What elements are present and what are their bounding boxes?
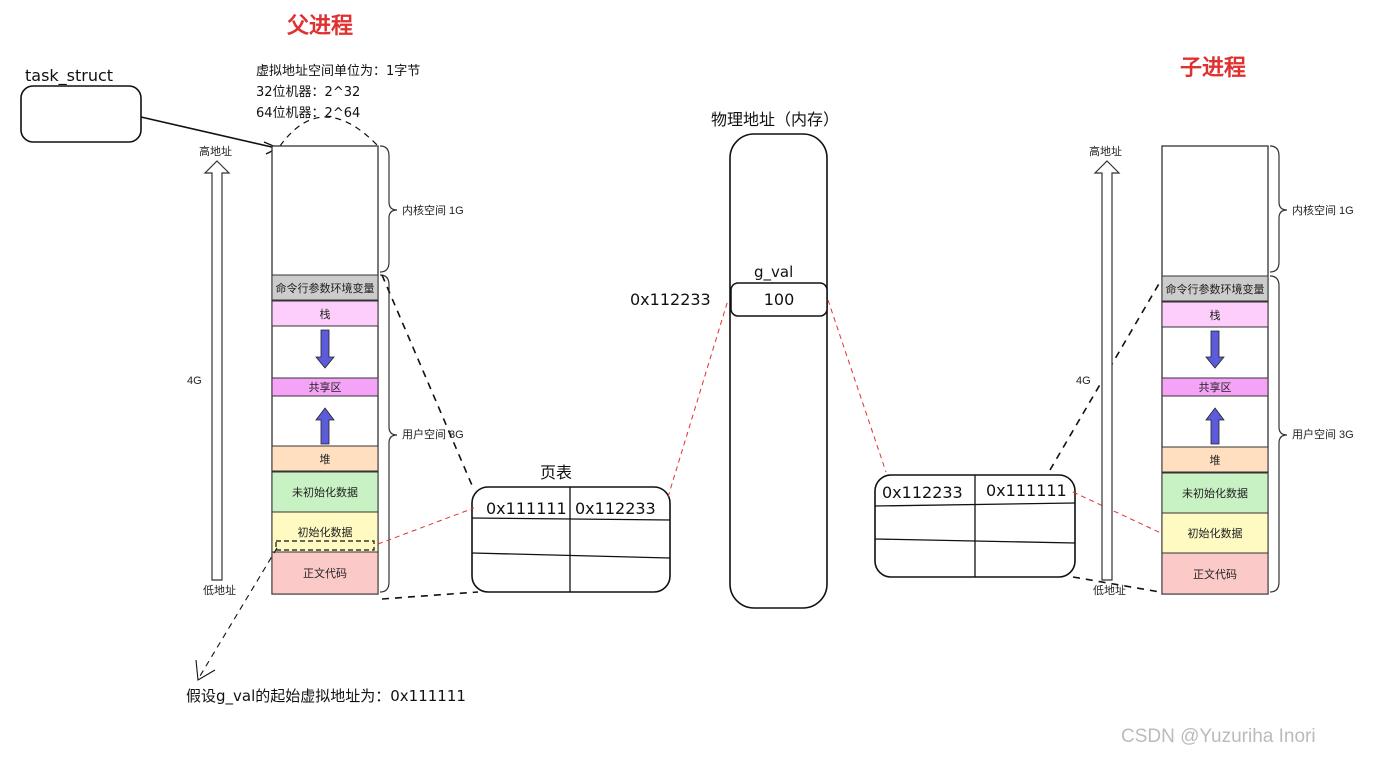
- parent-pt-physical: 0x112233: [575, 499, 656, 518]
- task-struct-label: task_struct: [25, 66, 113, 86]
- parent-up-arrow: [203, 160, 231, 581]
- child-seg-text-label: 正文代码: [1193, 567, 1237, 581]
- child-seg-shared-label: 共享区: [1199, 380, 1232, 394]
- parent-user-brace: [379, 274, 398, 593]
- child-size-label: 4G: [1076, 375, 1091, 387]
- child-user-label: 用户空间 3G: [1292, 427, 1354, 441]
- parent-low-addr: 低地址: [203, 583, 236, 597]
- child-low-addr: 低地址: [1093, 583, 1126, 597]
- parent-seg-bss: [271, 471, 379, 513]
- child-page-table: 0x112233 0x111111: [874, 474, 1076, 578]
- child-high-addr: 高地址: [1089, 144, 1122, 158]
- child-pt-virtual: 0x111111: [986, 481, 1067, 500]
- assumption-text: 假设g_val的起始虚拟地址为：0x111111: [186, 687, 466, 706]
- parent-pt-virtual: 0x111111: [486, 499, 567, 518]
- note-bracket: [279, 116, 379, 147]
- parent-user-label: 用户空间 3G: [402, 427, 464, 441]
- parent-connector-top: [381, 274, 475, 491]
- parent-g-val-slot: [275, 540, 375, 551]
- parent-connector-bottom: [381, 591, 479, 600]
- note-line-2: 32位机器：2^32: [256, 85, 360, 100]
- note-line-3: 64位机器：2^64: [256, 106, 360, 121]
- note-line-1: 虚拟地址空间单位为：1字节: [256, 64, 420, 79]
- g-val-value: 100: [764, 290, 795, 309]
- parent-page-table: 0x111111 0x112233: [471, 486, 671, 593]
- physical-memory-box: [729, 133, 828, 609]
- child-stack-down-arrow: [1205, 330, 1225, 369]
- child-seg-cmdline: [1161, 275, 1269, 302]
- child-seg-heap-label: 堆: [1210, 454, 1221, 467]
- parent-high-addr: 高地址: [199, 144, 232, 158]
- child-seg-shared: [1161, 377, 1269, 397]
- child-seg-stack: [1161, 301, 1269, 328]
- task-struct-box: [20, 85, 142, 143]
- child-kernel-label: 内核空间 1G: [1292, 203, 1354, 217]
- child-seg-bss: [1161, 472, 1269, 514]
- assumption-pointer: [199, 547, 278, 677]
- parent-seg-text-label: 正文代码: [303, 566, 347, 580]
- parent-seg-data: [271, 511, 379, 553]
- parent-heap-up-arrow: [315, 407, 335, 445]
- child-seg-stack-label: 栈: [1210, 308, 1221, 322]
- parent-size-label: 4G: [187, 375, 202, 387]
- child-kernel-brace: [1269, 145, 1288, 273]
- child-heap-up-arrow: [1205, 407, 1225, 445]
- g-val-label: g_val: [754, 263, 793, 282]
- parent-process-title: 父进程: [287, 14, 353, 39]
- parent-seg-stack: [271, 300, 379, 327]
- assumption-pointer-head: [195, 659, 216, 681]
- page-table-title: 页表: [540, 463, 572, 482]
- parent-seg-cmdline: [271, 274, 379, 301]
- child-connector-bottom: [1072, 576, 1161, 593]
- task-struct-pointer: [140, 116, 277, 149]
- child-user-brace: [1269, 275, 1288, 593]
- child-seg-data: [1161, 512, 1269, 554]
- physical-address-label: 0x112233: [630, 290, 711, 309]
- parent-seg-stack-label: 栈: [320, 307, 331, 321]
- child-seg-text: [1161, 552, 1269, 595]
- physical-title: 物理地址（内存）: [711, 110, 839, 129]
- parent-kernel-label: 内核空间 1G: [402, 203, 464, 217]
- parent-stack-down-arrow: [315, 329, 335, 369]
- parent-kernel-brace: [379, 145, 398, 273]
- child-seg-heap: [1161, 446, 1269, 473]
- parent-virtual-map-line: [377, 507, 475, 545]
- child-seg-bss-label: 未初始化数据: [1182, 486, 1248, 500]
- child-pt-physical: 0x112233: [882, 483, 963, 502]
- child-virtual-map-line: [1072, 491, 1164, 535]
- parent-page-table-box: [471, 486, 671, 593]
- child-seg-cmdline-label: 命令行参数环境变量: [1166, 282, 1265, 296]
- parent-seg-heap: [271, 445, 379, 472]
- parent-physical-map-line: [667, 299, 729, 498]
- parent-seg-bss-label: 未初始化数据: [292, 485, 358, 499]
- child-seg-data-label: 初始化数据: [1188, 526, 1243, 540]
- parent-seg-shared-label: 共享区: [309, 380, 342, 394]
- child-physical-map-line: [827, 299, 887, 473]
- child-address-space: 高地址 低地址 4G 命令行参数环境变量 栈 共享区 堆 未初始化数据 初始化数…: [1076, 144, 1354, 597]
- parent-seg-shared: [271, 377, 379, 397]
- parent-seg-cmdline-label: 命令行参数环境变量: [276, 281, 375, 295]
- parent-address-space: 高地址 低地址 4G 命令行参数环境变量 栈 共享区 堆 未初始化数据 初始化数…: [187, 144, 464, 597]
- parent-seg-text: [271, 551, 379, 595]
- g-val-cell: [730, 282, 828, 317]
- parent-seg-heap-label: 堆: [320, 453, 331, 466]
- child-up-arrow: [1093, 160, 1121, 581]
- parent-seg-data-label: 初始化数据: [298, 525, 353, 539]
- watermark: CSDN @Yuzuriha Inori: [1121, 726, 1316, 747]
- child-process-title: 子进程: [1180, 56, 1246, 81]
